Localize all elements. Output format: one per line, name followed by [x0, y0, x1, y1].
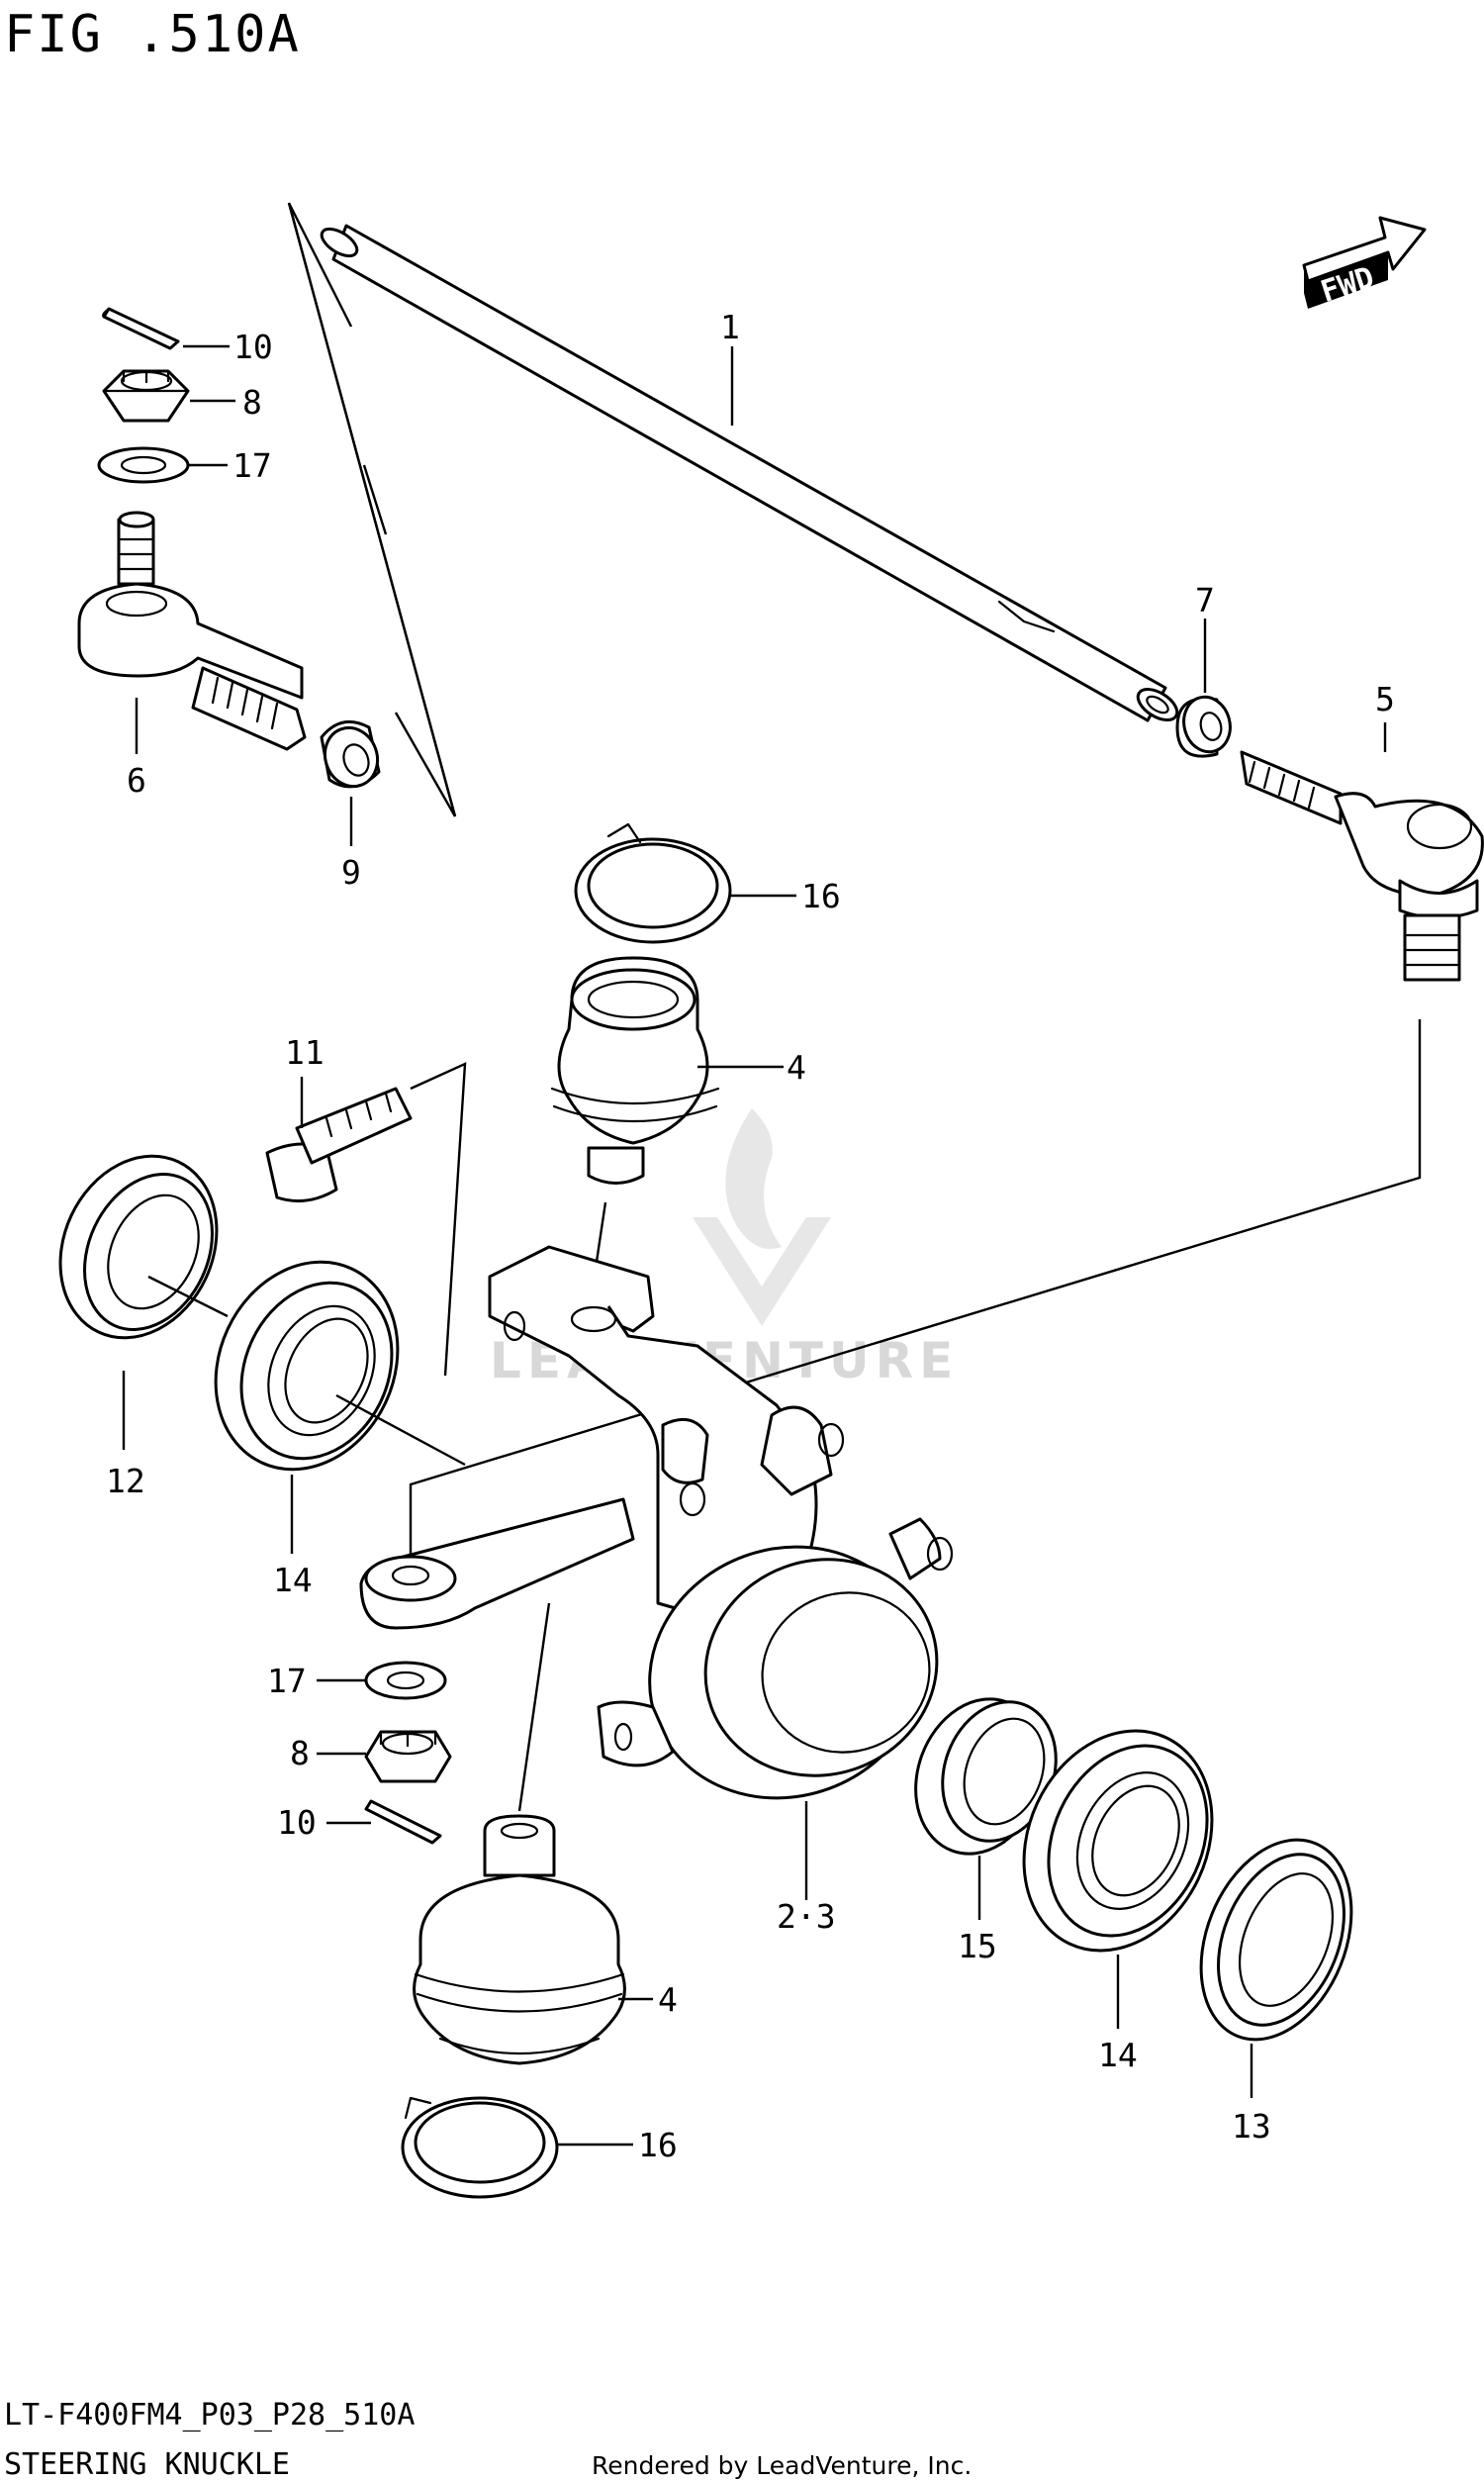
- callout-14-left: 14: [273, 1561, 313, 1599]
- oil-seal-part-13: [1199, 1838, 1353, 2042]
- castle-nut-part-8-bottom: [364, 1730, 452, 1783]
- callout-11: 11: [285, 1033, 325, 1072]
- callout-7: 7: [1195, 581, 1215, 620]
- spacer-part-9: [320, 719, 381, 789]
- callout-6: 6: [127, 761, 146, 800]
- callout-9: 9: [341, 853, 361, 892]
- bearing-alignment: [147, 1275, 466, 1467]
- steering-knuckle-part-2-3: [359, 1245, 954, 1800]
- ball-joint-part-4-bottom: [413, 1814, 626, 2065]
- callout-15: 15: [958, 1927, 997, 1965]
- callout-12: 12: [106, 1462, 145, 1500]
- knuckle-dash-down: [517, 1602, 551, 1812]
- figure-title: FIG .510A: [4, 5, 301, 64]
- washer-part-17-bottom: [364, 1661, 447, 1700]
- bearing-part-14-left: [214, 1260, 400, 1472]
- callout-17-top: 17: [232, 446, 272, 485]
- tie-rod-end-part-5: [1240, 750, 1484, 982]
- alignment-line-rod-2: [287, 202, 457, 817]
- callout-2-3: 2·3: [777, 1897, 836, 1936]
- circlip-part-16-top: [574, 822, 732, 944]
- callout-5: 5: [1375, 680, 1395, 718]
- bearing-part-14-right: [1022, 1729, 1214, 1953]
- callout-10-top: 10: [233, 328, 273, 366]
- callout-16-bottom: 16: [638, 2126, 678, 2164]
- leadventure-watermark-logo: [693, 1108, 831, 1326]
- alignment-line-right: [409, 1019, 1422, 1583]
- fwd-arrow-icon: FWD: [1302, 216, 1427, 310]
- spacer-part-7: [1175, 695, 1232, 758]
- washer-part-17-top: [97, 446, 190, 484]
- callout-17-bottom: 17: [267, 1662, 307, 1700]
- circlip-part-16-bottom: [401, 2096, 559, 2199]
- page-caption: STEERING KNUCKLE: [4, 2447, 290, 2482]
- tie-rod-part-1: [320, 224, 1179, 722]
- rendered-by: Rendered by LeadVenture, Inc.: [592, 2451, 972, 2480]
- tie-rod-end-part-6: [77, 511, 307, 751]
- oil-seal-part-12: [58, 1154, 219, 1340]
- callout-4-top: 4: [787, 1048, 806, 1087]
- callout-8-bottom: 8: [290, 1734, 310, 1772]
- castle-nut-part-8-top: [102, 369, 190, 423]
- callout-8-top: 8: [242, 383, 262, 422]
- callout-13: 13: [1232, 2107, 1271, 2146]
- drawing-code: LT-F400FM4_P03_P28_510A: [4, 2398, 415, 2433]
- bolt-alignment: [410, 1062, 467, 1377]
- bolt-part-11: [265, 1087, 413, 1203]
- callout-14-right: 14: [1098, 2036, 1138, 2074]
- callout-16-top: 16: [801, 877, 841, 915]
- callout-4-bottom: 4: [658, 1980, 678, 2019]
- callout-10-bottom: 10: [277, 1803, 317, 1842]
- ball-joint-part-4-top: [550, 956, 720, 1185]
- cotter-pin-part-10-top: [102, 307, 180, 350]
- cotter-pin-part-10-bottom: [364, 1799, 442, 1845]
- callout-1: 1: [720, 308, 740, 346]
